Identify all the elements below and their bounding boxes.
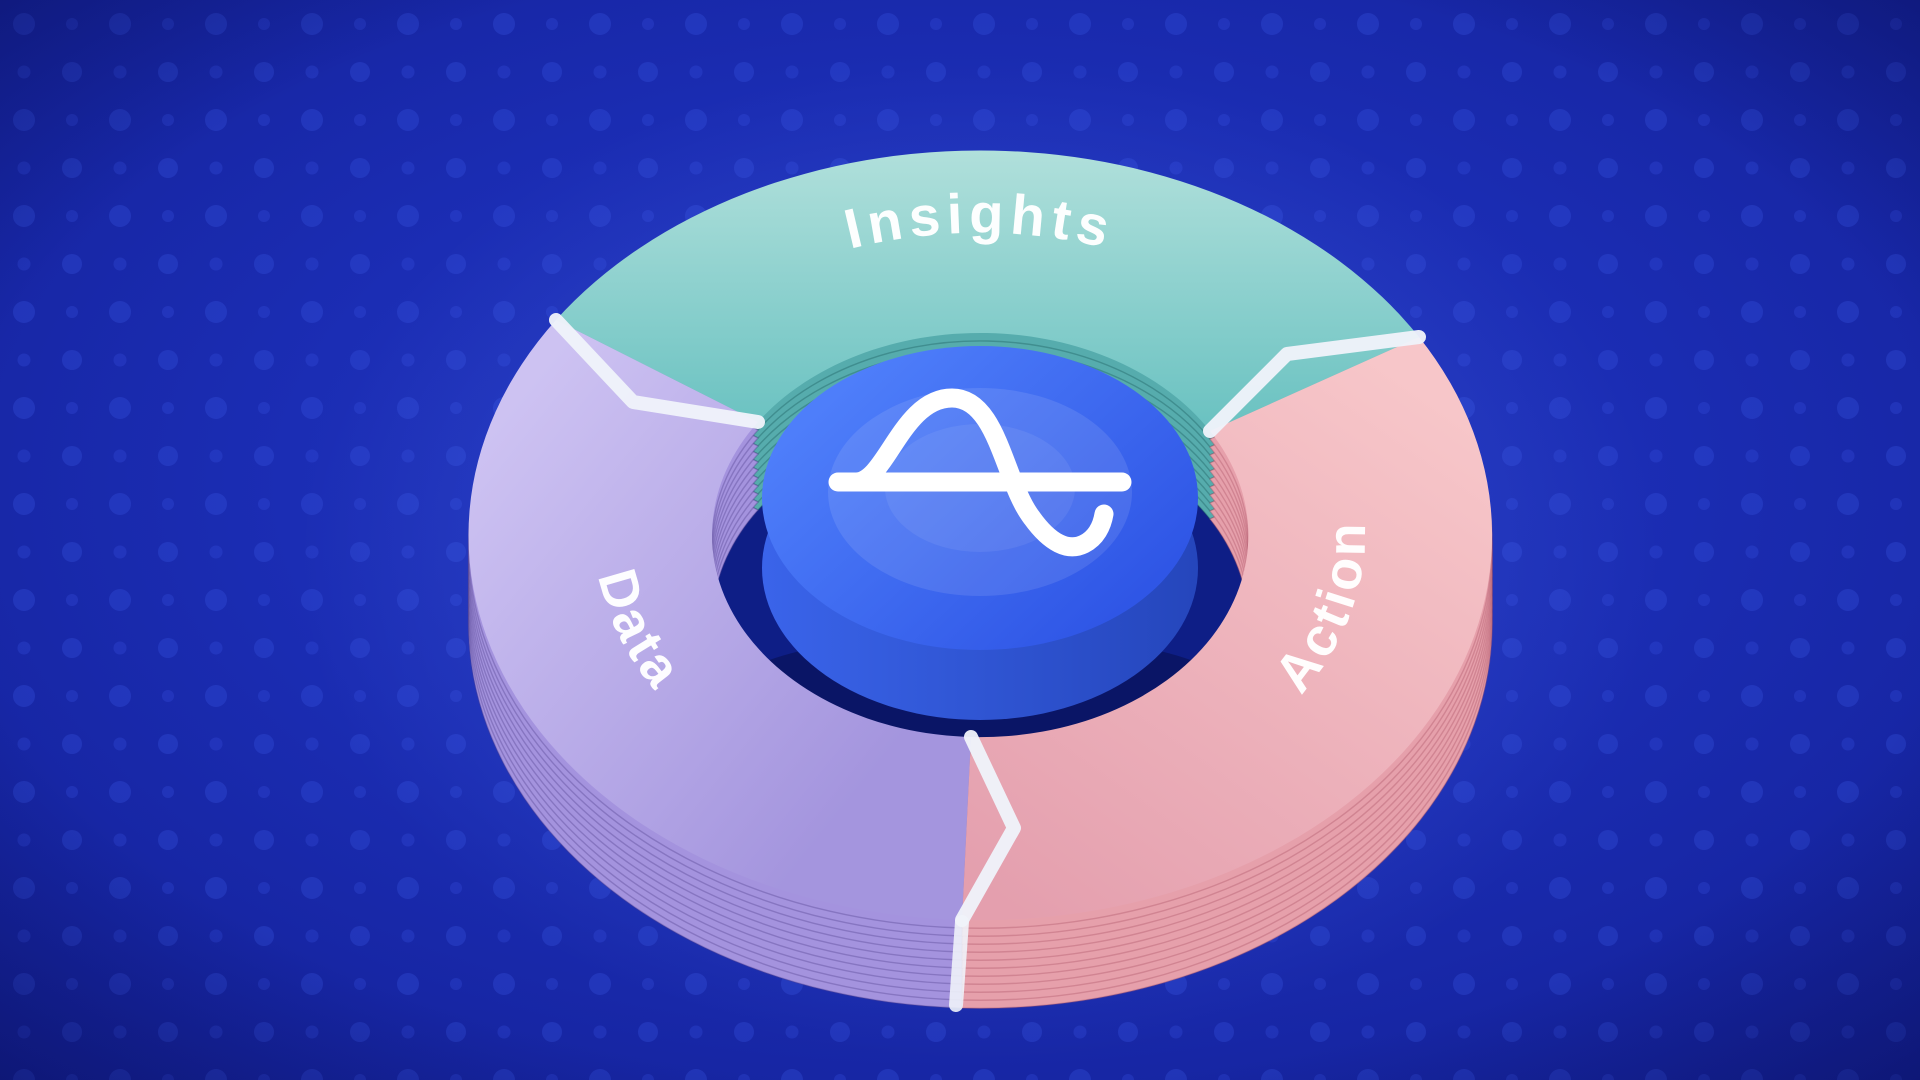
disc-top (762, 346, 1198, 650)
segment-separators (549, 313, 1426, 1012)
separator-insights-action (1203, 330, 1426, 438)
amplitude-logo-icon (828, 388, 1132, 557)
segment-action (962, 337, 1493, 921)
segment-insights (556, 150, 1419, 432)
separator-action-data (955, 730, 1021, 927)
separator-front-wall (949, 915, 969, 1012)
separator-data-insights (549, 313, 765, 429)
segment-data (468, 320, 971, 920)
